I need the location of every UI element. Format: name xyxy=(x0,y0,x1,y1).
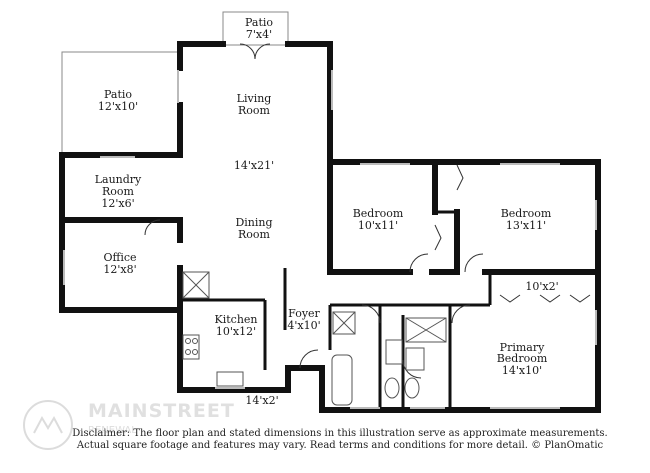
office-name: Office xyxy=(103,251,136,264)
bedroom-2-dims: 13'x11' xyxy=(506,219,546,232)
laundry-name-2: Room xyxy=(102,185,135,198)
foyer-name: Foyer xyxy=(288,307,320,320)
laundry-name-1: Laundry xyxy=(95,173,142,186)
walls xyxy=(59,41,601,413)
living-dining-dims: 14'x21' xyxy=(234,159,274,172)
patio-top-name: Patio xyxy=(245,16,273,29)
disclaimer: Disclaimer: The floor plan and stated di… xyxy=(60,428,620,452)
primary-name-1: Primary xyxy=(500,341,545,354)
shower2-icon xyxy=(405,317,447,343)
foyer-dims: 4'x10' xyxy=(287,319,320,332)
watermark-logo xyxy=(23,400,73,450)
primary-name-2: Bedroom xyxy=(497,352,548,365)
watermark-sub: RENEWAL xyxy=(88,425,137,436)
disclaimer-line-2: Actual square footage and features may v… xyxy=(76,440,604,451)
entry-door xyxy=(299,349,319,369)
bedroom-1-dims: 10'x11' xyxy=(358,219,398,232)
living-room-name-1: Living xyxy=(237,92,272,105)
stove-icon xyxy=(182,334,200,360)
toilet-icon xyxy=(384,377,400,399)
vanity2-icon xyxy=(405,347,425,371)
primary-door xyxy=(451,304,471,324)
patio-left-name: Patio xyxy=(104,88,132,101)
primary-dims: 14'x10' xyxy=(502,364,542,377)
toilet2-icon xyxy=(404,377,420,399)
dining-room-name-2: Room xyxy=(238,228,271,241)
watermark-brand: MAINSTREET xyxy=(88,400,235,422)
primary-closet-bifold xyxy=(499,294,591,303)
interior-walls xyxy=(180,210,492,410)
fixtures xyxy=(182,271,447,406)
bedroom-2-name: Bedroom xyxy=(501,207,552,220)
bath-door xyxy=(361,304,381,324)
patio-left-dims: 12'x10' xyxy=(98,100,138,113)
bedroom-1-door xyxy=(409,253,429,273)
bathtub-icon xyxy=(331,354,353,406)
patio-top-dims: 7'x4' xyxy=(246,28,272,41)
kitchen-dims: 10'x12' xyxy=(216,325,256,338)
shower-icon xyxy=(332,311,356,335)
vanity-icon xyxy=(385,339,403,365)
dining-room-name-1: Dining xyxy=(235,216,272,229)
patio-door xyxy=(239,43,271,60)
fridge-icon xyxy=(182,271,210,299)
bedroom-2-door xyxy=(464,253,484,273)
sink-icon xyxy=(216,371,244,387)
disclaimer-line-1: Disclaimer: The floor plan and stated di… xyxy=(72,428,608,439)
living-room-name-2: Room xyxy=(238,104,271,117)
kitchen-name: Kitchen xyxy=(215,313,258,326)
closet-bifold xyxy=(434,164,464,251)
windows xyxy=(63,70,597,409)
bath2-door xyxy=(402,359,422,379)
doors xyxy=(144,43,591,379)
patio-outlines xyxy=(61,11,289,155)
laundry-dims: 12'x6' xyxy=(101,197,134,210)
closet-dims: 10'x2' xyxy=(525,280,558,293)
office-dims: 12'x8' xyxy=(103,263,136,276)
porch-dims: 14'x2' xyxy=(245,394,278,407)
bedroom-1-name: Bedroom xyxy=(353,207,404,220)
office-door xyxy=(144,219,161,236)
